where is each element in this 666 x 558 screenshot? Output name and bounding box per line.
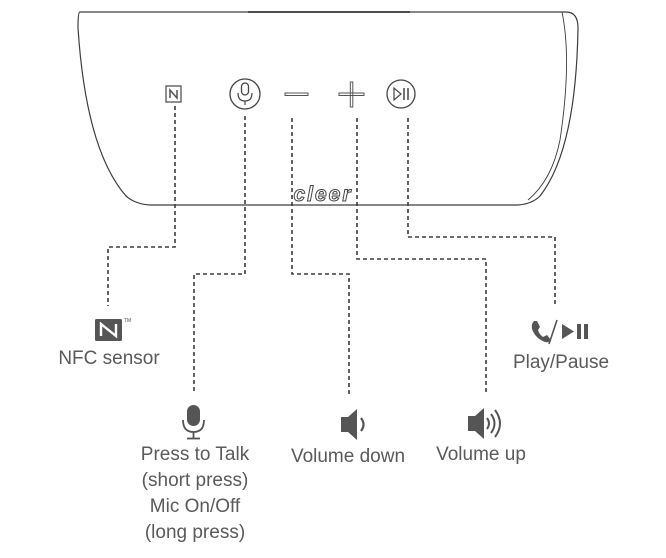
talk-label: Press to Talk (short press) Mic On/Off (… <box>130 442 260 546</box>
nfc-icon <box>165 85 182 103</box>
talk-label-line-1: Press to Talk <box>140 444 250 465</box>
svg-text:TM: TM <box>124 318 131 324</box>
speaker-low-icon <box>341 409 365 440</box>
speaker-body <box>77 11 579 206</box>
speaker-high-icon <box>468 408 501 439</box>
leader-volup <box>356 118 487 394</box>
volup-label: Volume up <box>436 444 526 465</box>
talk-label-line-3: Mic On/Off <box>149 496 241 517</box>
mic-label-icon <box>182 405 205 440</box>
leader-lines <box>107 106 556 394</box>
nfc-label-icon: TM <box>95 318 131 341</box>
leader-voldown <box>291 118 350 394</box>
plus-icon[interactable] <box>338 81 365 108</box>
minus-icon[interactable] <box>284 92 309 96</box>
brand-logo: cleer <box>293 183 352 206</box>
voldown-label: Volume down <box>290 446 406 467</box>
leader-talk <box>193 116 246 394</box>
leader-play <box>407 118 556 306</box>
leader-nfc <box>107 106 176 306</box>
mic-icon[interactable] <box>229 78 261 110</box>
nfc-label: NFC sensor <box>58 348 160 369</box>
talk-label-line-2: (short press) <box>141 470 249 491</box>
talk-label-line-4: (long press) <box>144 522 246 543</box>
play-label: Play/Pause <box>512 352 610 373</box>
phone-play-pause-icon <box>531 319 588 345</box>
play-pause-icon[interactable] <box>386 79 416 109</box>
